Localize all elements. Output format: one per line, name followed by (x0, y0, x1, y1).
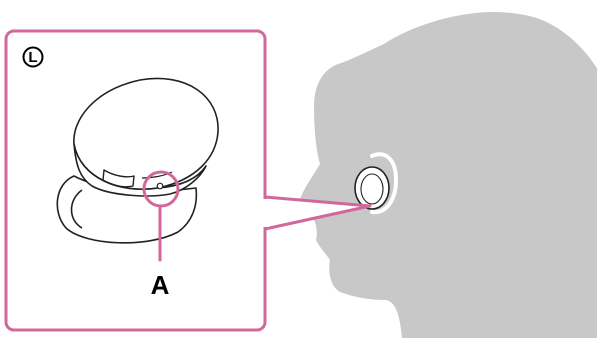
side-marker-label: L (28, 49, 37, 66)
earbud-icon (355, 167, 389, 209)
callout-label-a: A (151, 270, 170, 300)
microphone-dot (157, 183, 163, 189)
connector-join (261, 199, 269, 227)
head-silhouette-icon (300, 12, 597, 338)
